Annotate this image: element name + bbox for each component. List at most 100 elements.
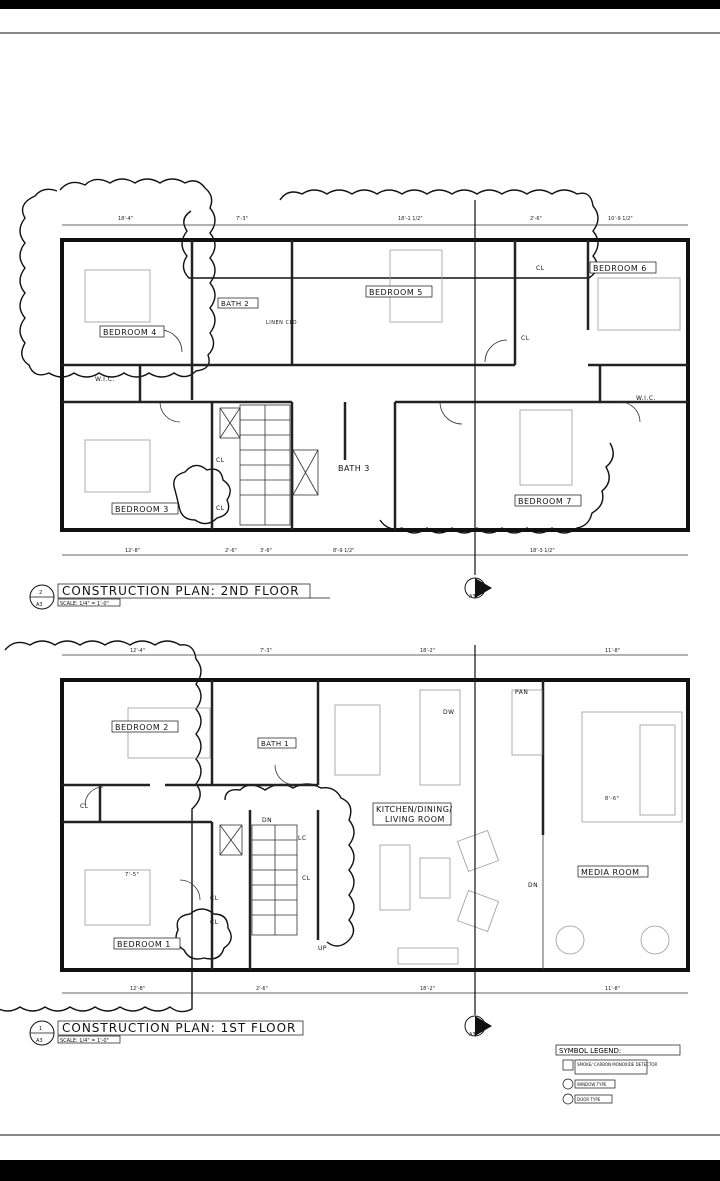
room-label-linen-closet: LC — [298, 835, 307, 842]
room-label-bedroom-2: BEDROOM 2 — [115, 723, 169, 732]
dimension: 7'-3" — [260, 648, 272, 654]
room-label-living-room: LIVING ROOM — [385, 815, 445, 824]
sofa — [639, 724, 676, 816]
exterior-wall — [60, 238, 690, 532]
dimension: 8'-9 1/2" — [333, 548, 354, 554]
dimension: 12'-8" — [130, 986, 145, 992]
plan-title-block: 1 A3 CONSTRUCTION PLAN: 1ST FLOOR SCALE:… — [29, 1020, 304, 1046]
dimension: 18'-2" — [420, 986, 435, 992]
room-label-closet: CL — [210, 919, 219, 926]
room-label-bedroom-6: BEDROOM 6 — [593, 264, 647, 273]
dimension: 2'-6" — [225, 548, 237, 554]
door-type-icon — [562, 1093, 574, 1105]
bed — [127, 707, 211, 759]
sheet-ref: A3 — [36, 1038, 43, 1044]
legend-item: DOOR TYPE — [577, 1097, 601, 1102]
media-rug — [581, 711, 683, 823]
room-label-closet: CL — [216, 457, 225, 464]
chair — [555, 925, 585, 955]
room-label-bath-3: BATH 3 — [338, 464, 370, 473]
detail-number: 2 — [39, 590, 42, 596]
stair-down-label: DN — [262, 817, 272, 824]
dimension: 7'-3" — [236, 216, 248, 222]
room-label-wic: W.I.C. — [95, 376, 115, 383]
room-label-media-room: MEDIA ROOM — [581, 868, 640, 877]
smoke-detector-icon — [562, 1059, 574, 1071]
second-floor-plan: BEDROOM 4 BATH 2 LINEN CLO BEDROOM 5 BED… — [19, 178, 690, 610]
plan-scale: SCALE: 1/4" = 1'-0" — [60, 1038, 109, 1044]
window-type-icon — [562, 1078, 574, 1090]
dimension: 10'-9 1/2" — [608, 216, 633, 222]
dimension: 2'-6" — [256, 986, 268, 992]
dimension: 18'-3 1/2" — [530, 548, 555, 554]
room-label-bath-1: BATH 1 — [261, 740, 289, 748]
sheet-ref: A3 — [36, 602, 43, 608]
chair — [640, 925, 670, 955]
plan-title: CONSTRUCTION PLAN: 1ST FLOOR — [62, 1021, 296, 1035]
dimension: 12'-4" — [130, 648, 145, 654]
ceiling-height-label: 8'-6" — [605, 796, 619, 802]
room-label-bedroom-7: BEDROOM 7 — [518, 497, 572, 506]
section-sheet-ref: A3 — [469, 594, 476, 600]
room-label-closet: CL — [302, 875, 311, 882]
bed — [84, 439, 151, 493]
revision-cloud — [175, 908, 232, 960]
stairs — [251, 824, 298, 936]
legend-title: SYMBOL LEGEND: — [559, 1047, 621, 1055]
plan-title-block: 2 A3 CONSTRUCTION PLAN: 2ND FLOOR SCALE:… — [29, 583, 330, 610]
dimension: 3'-6" — [260, 548, 272, 554]
dimension: 18'-1 1/2" — [398, 216, 423, 222]
stair-up-label: UP — [318, 945, 327, 952]
top-bar — [0, 0, 720, 9]
kitchen-island — [419, 689, 461, 786]
room-label-closet: CL — [216, 505, 225, 512]
bed — [519, 409, 573, 486]
room-label-bedroom-3: BEDROOM 3 — [115, 505, 169, 514]
room-label-kitchen-dining: KITCHEN/DINING/ — [376, 805, 453, 814]
room-label-closet: CL — [521, 335, 530, 342]
room-label-bedroom-4: BEDROOM 4 — [103, 328, 157, 337]
console — [397, 947, 459, 965]
dishwasher-label: DW — [443, 709, 455, 716]
room-label-bath-2: BATH 2 — [221, 300, 249, 308]
revision-cloud — [173, 464, 231, 525]
room-label-closet: CL — [536, 265, 545, 272]
ceiling-height-label: 7'-5" — [125, 872, 139, 878]
room-label-linen-closet: LINEN CLO — [266, 320, 297, 326]
room-label-bedroom-1: BEDROOM 1 — [117, 940, 171, 949]
room-label-wic: W.I.C. — [636, 395, 656, 402]
revision-cloud — [224, 783, 355, 947]
dimension: 11'-8" — [605, 648, 620, 654]
dimension: 11'-8" — [605, 986, 620, 992]
revision-cloud — [19, 178, 216, 378]
range — [511, 689, 543, 756]
pantry-label: PAN — [515, 689, 528, 696]
armchair — [456, 889, 500, 933]
revision-cloud — [0, 640, 202, 1013]
dimension: 12'-8" — [125, 548, 140, 554]
revision-cloud — [379, 442, 614, 534]
coffee-table — [419, 857, 451, 899]
bed — [84, 269, 151, 323]
stairs — [239, 404, 291, 526]
sofa — [379, 844, 411, 911]
room-label-closet: CL — [80, 803, 89, 810]
bed — [84, 869, 151, 926]
plan-title: CONSTRUCTION PLAN: 2ND FLOOR — [62, 584, 300, 598]
legend-item: WINDOW TYPE — [577, 1082, 607, 1087]
dimension: 18'-2" — [420, 648, 435, 654]
legend-item: SMOKE/ CARBON MONOXIDE DETECTOR — [577, 1062, 658, 1067]
armchair — [456, 829, 500, 873]
symbol-legend: SYMBOL LEGEND: SMOKE/ CARBON MONOXIDE DE… — [555, 1044, 681, 1105]
bottom-bar — [0, 1160, 720, 1181]
step-down-label: DN — [528, 882, 538, 889]
dining-table — [334, 704, 381, 776]
plan-scale: SCALE: 1/4" = 1'-0" — [60, 601, 109, 607]
dimension: 18'-4" — [118, 216, 133, 222]
exterior-wall — [60, 678, 690, 972]
section-sheet-ref: A3 — [469, 1032, 476, 1038]
room-label-bedroom-5: BEDROOM 5 — [369, 288, 423, 297]
dimension: 2'-6" — [530, 216, 542, 222]
bed — [597, 277, 681, 331]
